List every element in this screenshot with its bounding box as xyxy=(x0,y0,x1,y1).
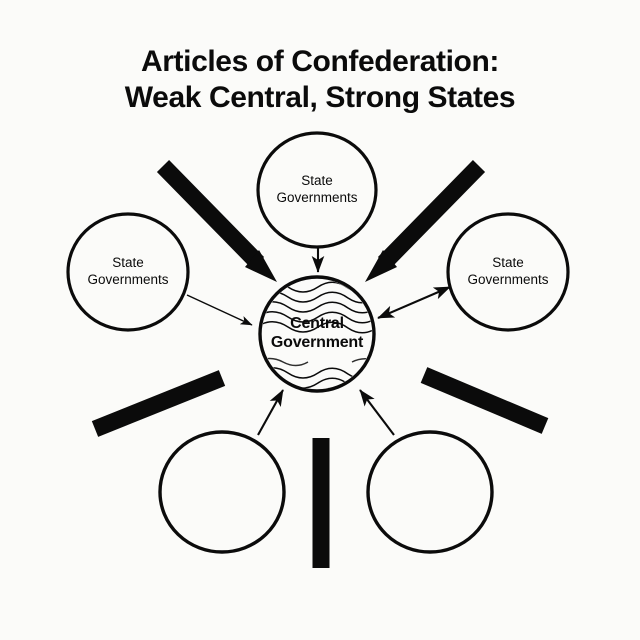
state-node-right[interactable] xyxy=(446,212,570,332)
central-node[interactable] xyxy=(256,275,378,409)
thick-bar-upper-left-arrow xyxy=(156,160,277,282)
state-node-bottom-right[interactable] xyxy=(366,430,494,554)
state-node-left[interactable] xyxy=(66,212,190,332)
thick-bar-lower-left-bar xyxy=(91,370,226,437)
connector-bottom-left-to-center xyxy=(257,389,284,436)
connector-bottom-right-to-center xyxy=(359,389,395,436)
thick-bar-upper-right-arrow xyxy=(365,160,486,282)
state-node-top[interactable] xyxy=(256,131,378,249)
thick-bar-lower-right-bar xyxy=(420,367,549,434)
connector-left-to-center xyxy=(186,294,253,326)
state-node-bottom-left[interactable] xyxy=(158,430,286,554)
connector-center-to-right xyxy=(377,286,451,319)
